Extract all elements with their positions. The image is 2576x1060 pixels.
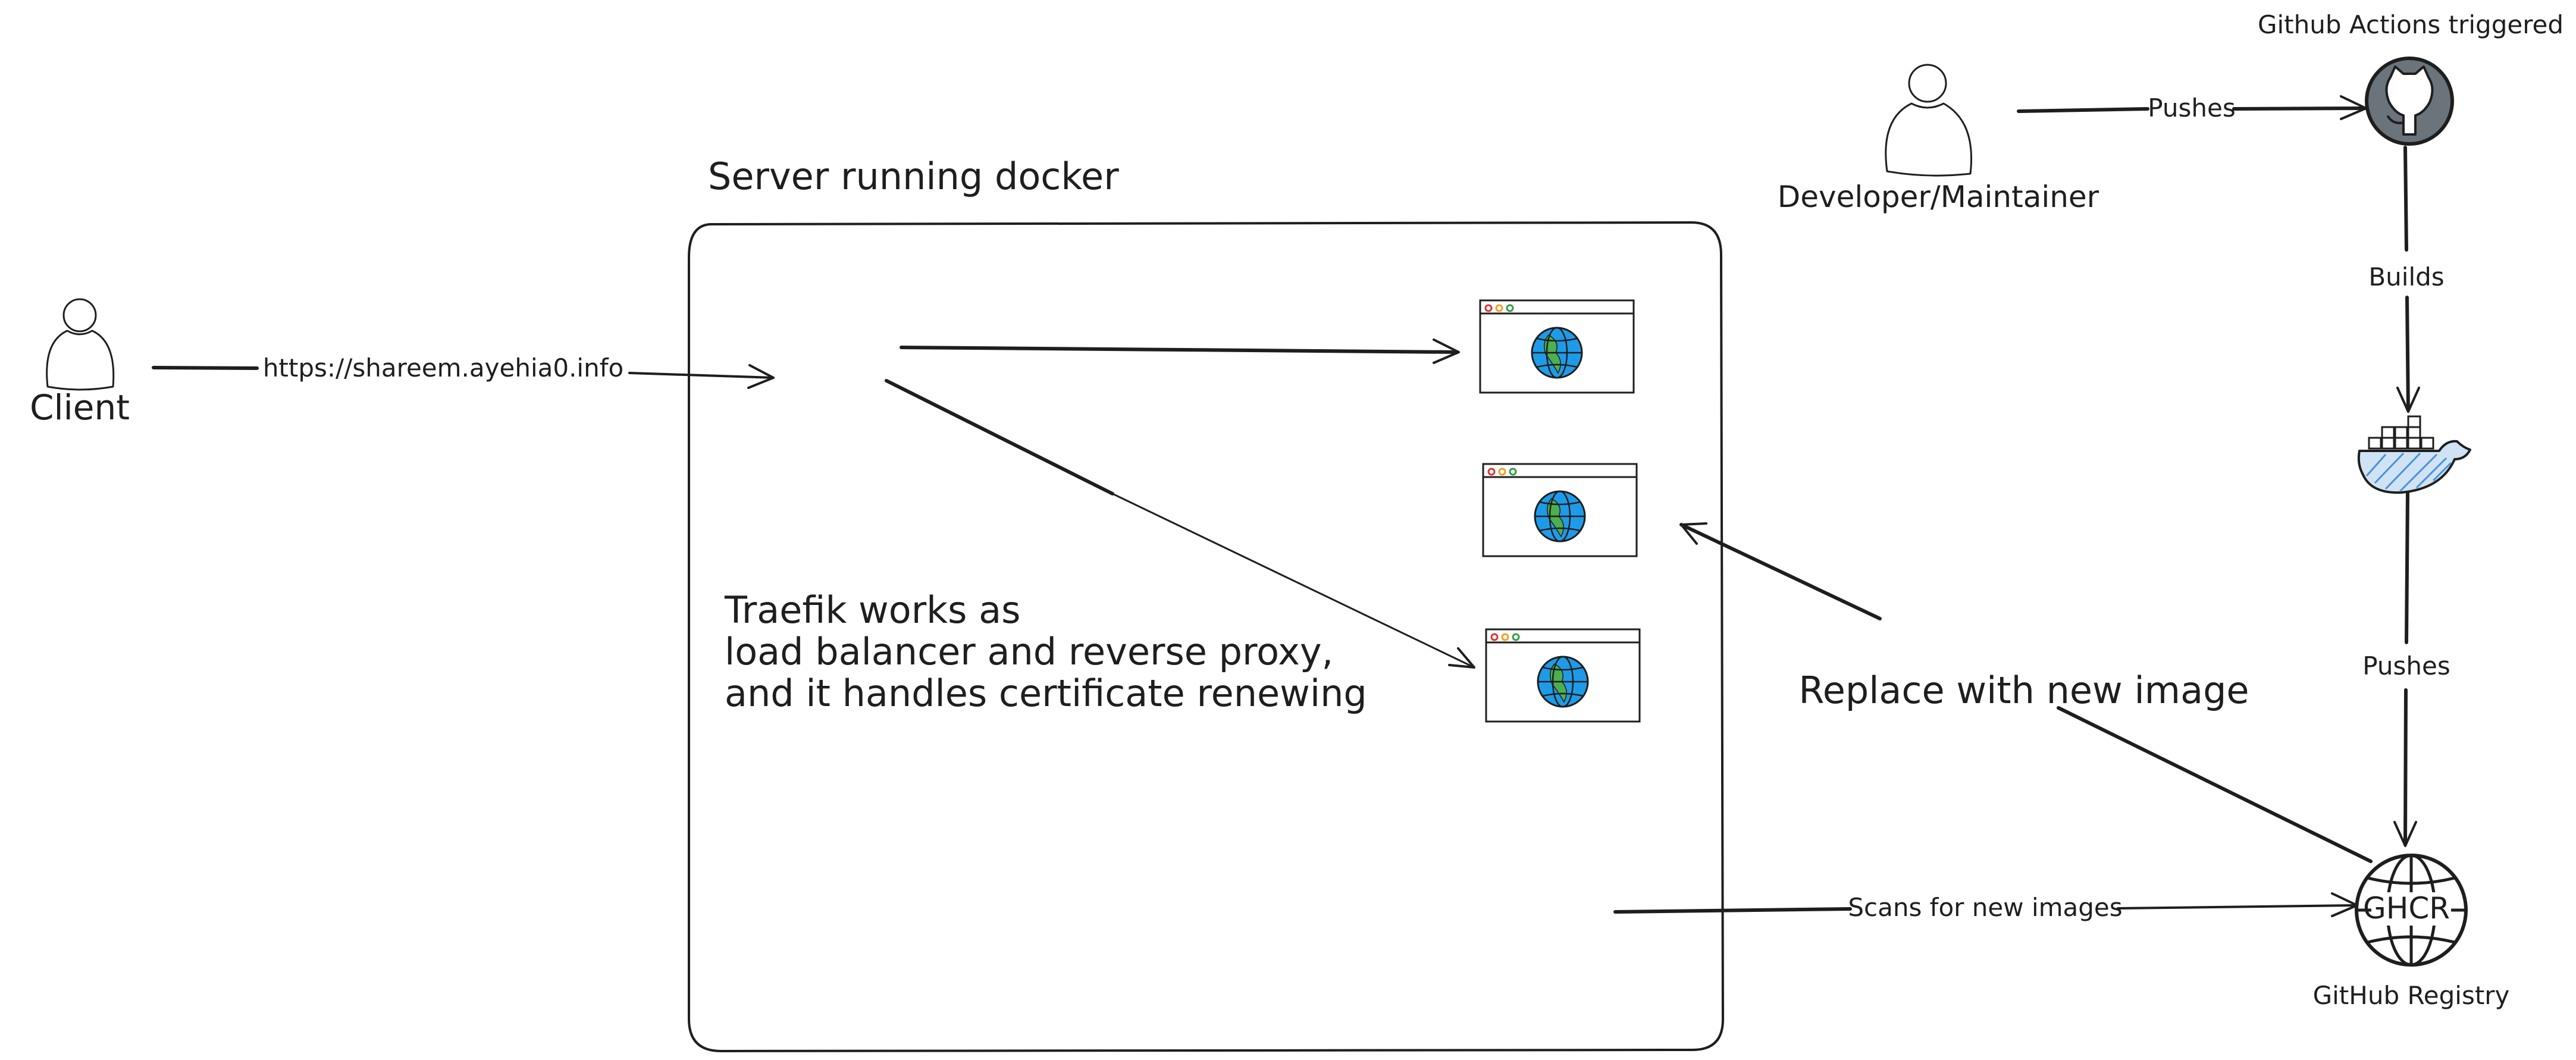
client-to-traefik-arrow xyxy=(152,364,775,389)
traefik-note-line-1: Traefik works as xyxy=(724,588,1020,632)
globe-icon xyxy=(1537,656,1589,708)
globe-icon xyxy=(1531,327,1583,379)
github-actions-icon xyxy=(2365,57,2454,146)
container-3 xyxy=(1485,628,1641,723)
container-2 xyxy=(1482,463,1638,557)
watcher-to-ghcr-label: Scans for new images xyxy=(1848,893,2122,922)
docker-to-ghcr-label: Pushes xyxy=(2362,651,2450,680)
traefik-to-container-3-arrow xyxy=(885,379,1475,669)
client-label: Client xyxy=(30,387,130,428)
developer-icon xyxy=(1885,64,1973,177)
server-box xyxy=(688,221,1724,1052)
docker-icon xyxy=(2357,415,2471,494)
developer-label: Developer/Maintainer xyxy=(1778,180,2099,214)
ghcr-label: GitHub Registry xyxy=(2313,981,2510,1010)
container-1 xyxy=(1479,299,1635,394)
traefik-to-container-1-arrow xyxy=(900,338,1460,364)
ghcr-badge: GHCR xyxy=(2363,891,2450,926)
client-icon xyxy=(46,298,115,391)
docker-to-ghcr-arrow xyxy=(2393,491,2417,847)
github-actions-label: Github Actions triggered xyxy=(2258,10,2564,39)
traefik-note: Traefik works as load balancer and rever… xyxy=(724,588,1367,715)
actions-to-docker-arrow xyxy=(2396,146,2420,413)
actions-to-docker-label: Builds xyxy=(2368,262,2444,291)
ghcr-globe-icon xyxy=(2355,854,2468,967)
ghcr-to-container-label: Replace with new image xyxy=(1798,669,2249,712)
traefik-note-line-2: load balancer and reverse proxy, xyxy=(725,630,1333,673)
traefik-note-line-3: and it handles certificate renewing xyxy=(725,672,1367,715)
ghcr-to-container-arrow xyxy=(1679,522,2373,863)
client-url-label: https://shareem.ayehia0.info xyxy=(263,353,623,382)
server-label: Server running docker xyxy=(708,155,1119,198)
watcher-to-ghcr-arrow xyxy=(1613,892,2358,917)
globe-icon xyxy=(1534,490,1586,542)
dev-to-actions-label: Pushes xyxy=(2148,93,2235,123)
containers-group xyxy=(1479,299,1641,723)
